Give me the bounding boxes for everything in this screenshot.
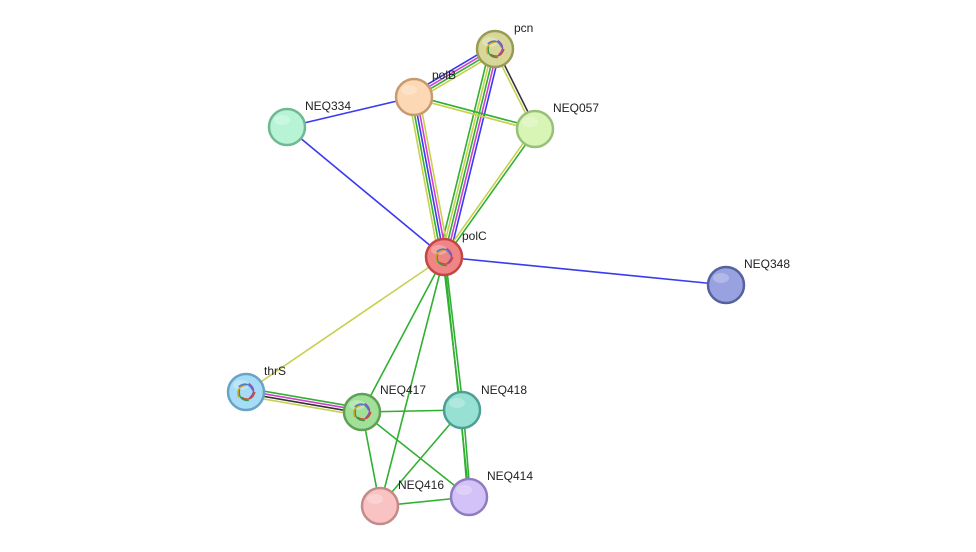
edge-evidence-line: [415, 96, 448, 257]
edge-polB-polC[interactable]: [408, 95, 450, 259]
node-highlight: [522, 117, 538, 127]
edge-evidence-line: [438, 47, 491, 256]
node-NEQ414[interactable]: [449, 477, 489, 517]
node-circle: [226, 372, 266, 412]
node-thrS[interactable]: [226, 372, 266, 412]
edge-polC-NEQ417[interactable]: [361, 256, 445, 413]
edge-evidence-line: [379, 409, 463, 507]
edges-layer: [245, 44, 727, 507]
node-NEQ418[interactable]: [442, 390, 482, 430]
node-circle: [360, 486, 400, 526]
node-circle: [449, 477, 489, 517]
node-pcn[interactable]: [475, 29, 515, 69]
node-label-polB: polB: [432, 68, 456, 82]
edge-evidence-line: [361, 411, 470, 498]
node-label-NEQ334: NEQ334: [305, 99, 351, 113]
nodes-layer: [226, 29, 746, 526]
edge-polC-NEQ348[interactable]: [443, 256, 727, 286]
node-polC[interactable]: [424, 237, 464, 277]
node-circle: [515, 109, 555, 149]
node-label-polC: polC: [462, 229, 487, 243]
node-label-NEQ416: NEQ416: [398, 478, 444, 492]
node-NEQ334[interactable]: [267, 107, 307, 147]
edge-evidence-line: [379, 256, 445, 507]
node-circle: [342, 392, 382, 432]
node-circle: [267, 107, 307, 147]
node-circle: [442, 390, 482, 430]
edge-evidence-line: [408, 97, 440, 259]
edge-evidence-line: [361, 256, 445, 413]
node-label-thrS: thrS: [264, 364, 286, 378]
node-circle: [424, 237, 464, 277]
edge-evidence-line: [413, 96, 445, 258]
node-NEQ417[interactable]: [342, 392, 382, 432]
node-label-NEQ414: NEQ414: [487, 469, 533, 483]
protein-structure-icon: [486, 39, 505, 59]
node-polB[interactable]: [394, 77, 434, 117]
edge-evidence-line: [443, 256, 727, 286]
node-label-NEQ348: NEQ348: [744, 257, 790, 271]
node-circle: [394, 77, 434, 117]
edge-evidence-line: [442, 127, 535, 257]
edge-evidence-line: [410, 97, 443, 258]
edge-evidence-line: [286, 96, 415, 128]
node-highlight: [367, 494, 383, 504]
edge-polC-NEQ416[interactable]: [379, 256, 445, 507]
edge-evidence-line: [246, 389, 363, 412]
node-circle: [706, 265, 746, 305]
edge-evidence-line: [286, 126, 445, 258]
node-highlight: [713, 273, 729, 283]
edge-evidence-line: [444, 256, 465, 410]
node-highlight: [274, 115, 290, 125]
edge-NEQ334-polB[interactable]: [286, 96, 415, 128]
node-highlight: [449, 398, 465, 408]
edge-evidence-line: [245, 256, 445, 393]
edge-evidence-line: [445, 49, 499, 258]
edge-evidence-line: [443, 48, 496, 258]
protein-structure-icon: [237, 382, 256, 402]
edge-polB-NEQ057[interactable]: [413, 94, 536, 132]
edge-NEQ418-NEQ416[interactable]: [379, 409, 463, 507]
edge-evidence-line: [413, 97, 535, 132]
edge-evidence-line: [440, 48, 494, 257]
node-label-pcn: pcn: [514, 21, 533, 35]
node-label-NEQ057: NEQ057: [553, 101, 599, 115]
edge-evidence-line: [448, 50, 501, 259]
edge-evidence-line: [246, 387, 363, 409]
node-NEQ348[interactable]: [706, 265, 746, 305]
protein-structure-icon: [353, 402, 372, 422]
edge-NEQ057-polC[interactable]: [442, 127, 537, 259]
node-highlight: [456, 485, 472, 495]
edge-evidence-line: [444, 129, 537, 259]
edge-evidence-line: [245, 395, 362, 417]
edge-evidence-line: [418, 95, 450, 257]
edge-evidence-line: [414, 94, 536, 129]
node-label-NEQ418: NEQ418: [481, 383, 527, 397]
node-highlight: [401, 85, 417, 95]
edge-NEQ417-NEQ414[interactable]: [361, 411, 470, 498]
edge-pcn-polC[interactable]: [438, 47, 501, 259]
node-NEQ057[interactable]: [515, 109, 555, 149]
node-label-NEQ417: NEQ417: [380, 383, 426, 397]
protein-structure-icon: [435, 247, 454, 267]
edge-NEQ334-polC[interactable]: [286, 126, 445, 258]
edge-thrS-NEQ417[interactable]: [245, 387, 363, 417]
node-circle: [475, 29, 515, 69]
edge-polC-thrS[interactable]: [245, 256, 445, 393]
edge-evidence-line: [245, 392, 362, 415]
node-NEQ416[interactable]: [360, 486, 400, 526]
